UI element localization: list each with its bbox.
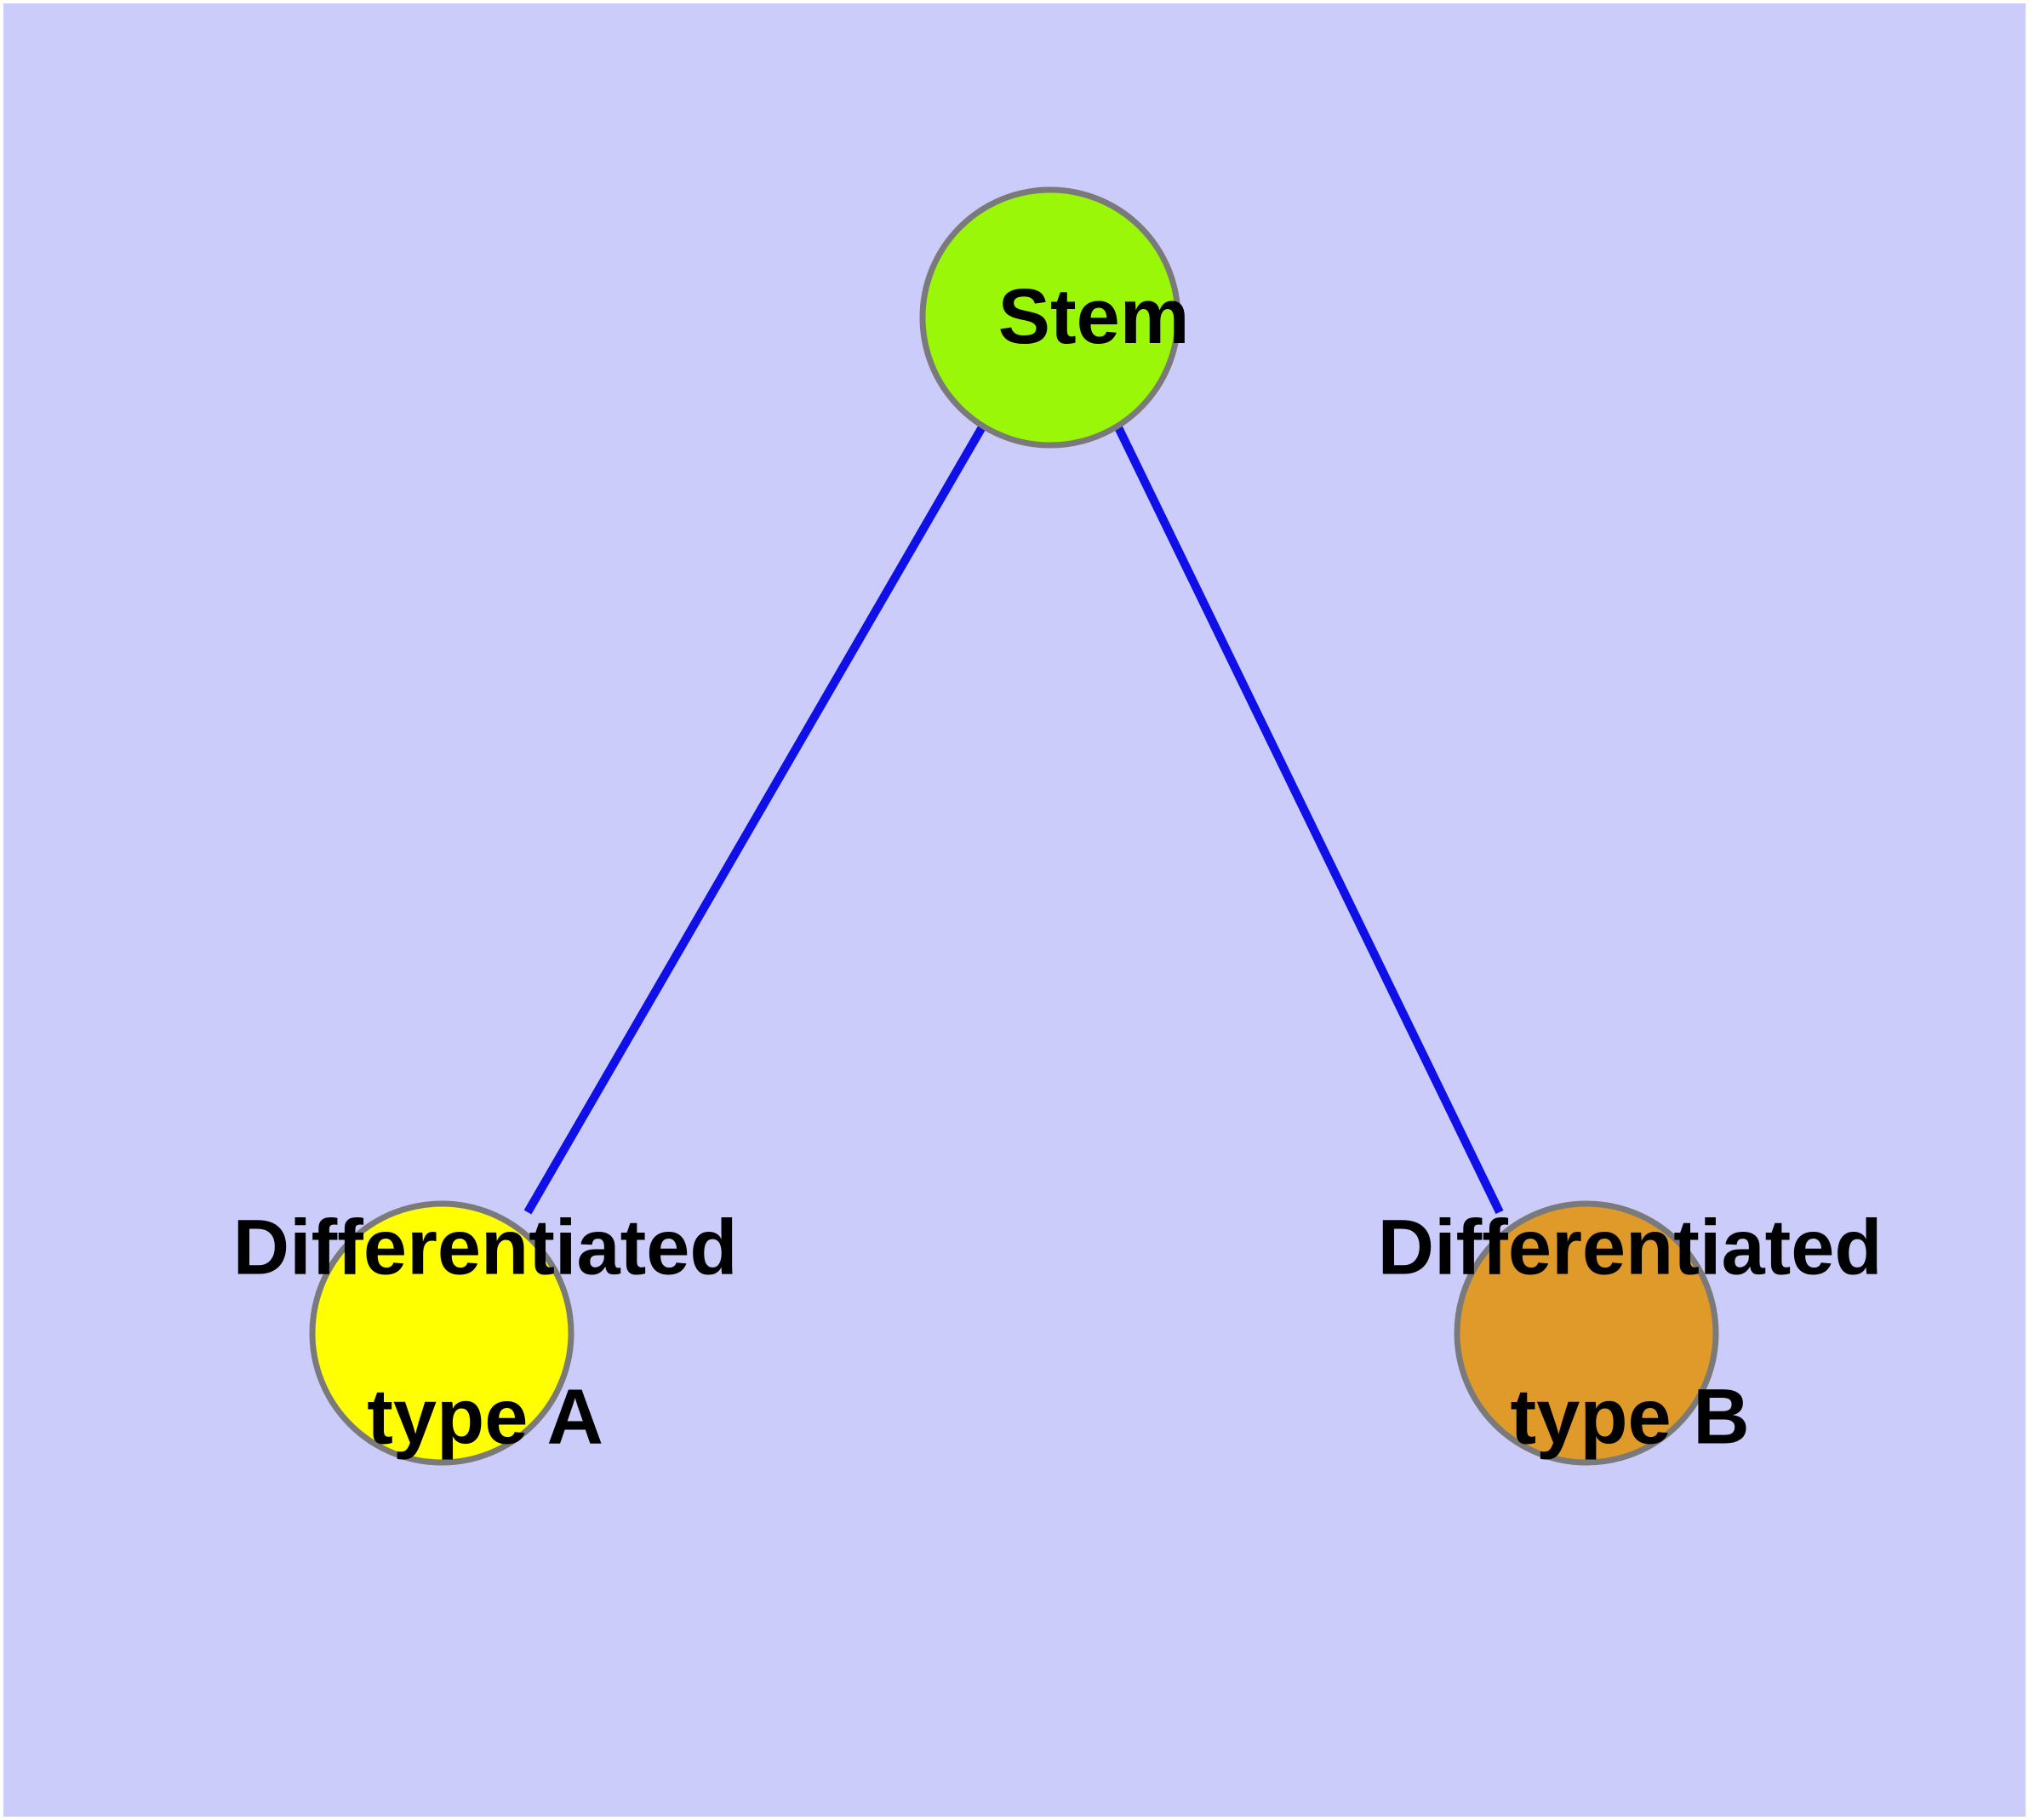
edge-stem-to-diff-a[interactable]: [523, 423, 987, 1215]
node-diff-b-circle[interactable]: [1454, 1200, 1719, 1466]
edge-stem-to-diff-b[interactable]: [1113, 423, 1504, 1215]
node-stem-circle[interactable]: [919, 186, 1181, 449]
node-diff-a-circle[interactable]: [309, 1200, 574, 1466]
